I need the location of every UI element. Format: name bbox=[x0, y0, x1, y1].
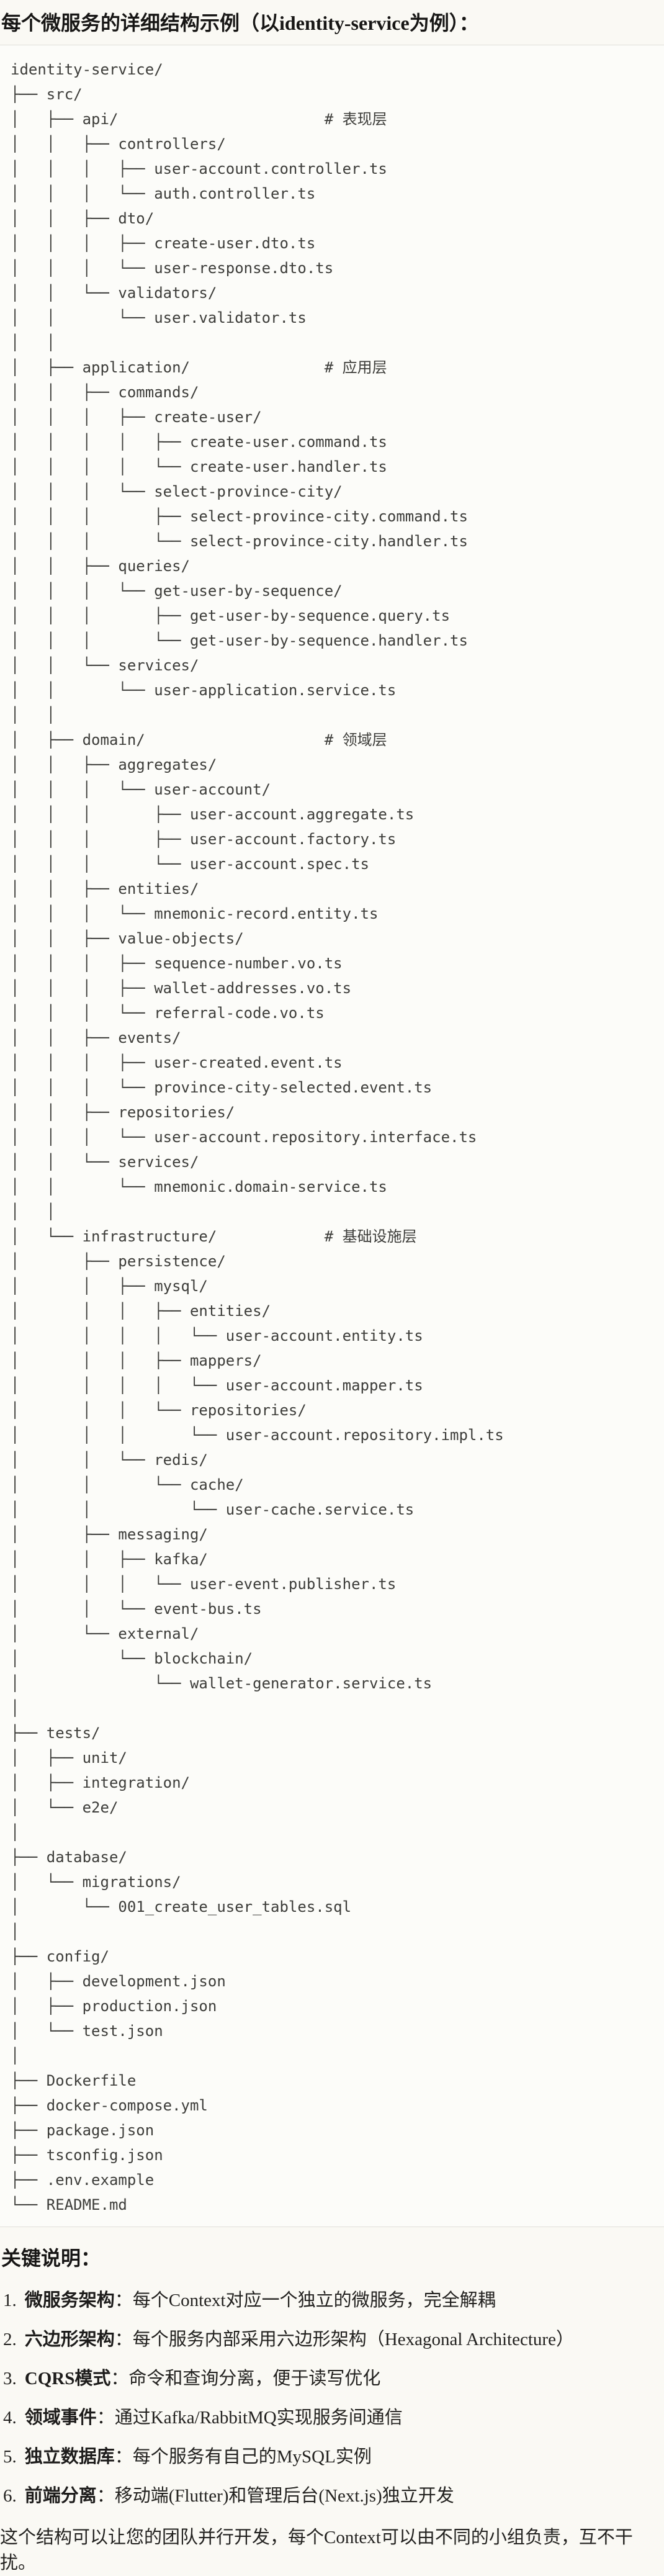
notes-heading: 关键说明： bbox=[1, 2246, 101, 2269]
list-item-term: 前端分离 bbox=[24, 2485, 97, 2506]
list-item-term: 领域事件 bbox=[24, 2407, 97, 2428]
list-item-number: 6. bbox=[3, 2485, 17, 2506]
list-item-text: ：通过Kafka/RabbitMQ实现服务间通信 bbox=[96, 2407, 403, 2428]
list-item: 1. 微服务架构：每个Context对应一个独立的微服务，完全解耦 bbox=[3, 2288, 664, 2313]
list-item-term: 微服务架构 bbox=[24, 2290, 115, 2310]
list-item: 5. 独立数据库：每个服务有自己的MySQL实例 bbox=[3, 2444, 664, 2470]
list-item: 2. 六边形架构：每个服务内部采用六边形架构（Hexagonal Architec… bbox=[3, 2327, 664, 2353]
list-item-number: 1. bbox=[3, 2290, 17, 2310]
list-item-number: 5. bbox=[3, 2446, 17, 2467]
list-item-term: CQRS模式 bbox=[24, 2368, 111, 2389]
list-item-term: 独立数据库 bbox=[24, 2446, 115, 2467]
closing-paragraph: 这个结构可以让您的团队并行开发，每个Context可以由不同的小组负责，互不干扰… bbox=[0, 2527, 633, 2573]
list-item-text: ：每个Context对应一个独立的微服务，完全解耦 bbox=[114, 2290, 496, 2310]
list-item-text: ：每个服务有自己的MySQL实例 bbox=[114, 2446, 372, 2467]
list-item-number: 3. bbox=[3, 2368, 17, 2389]
list-item-text: ：命令和查询分离，便于读写优化 bbox=[110, 2368, 381, 2389]
code-block: identity-service/ ├── src/ │ ├── api/ # … bbox=[0, 44, 664, 2227]
notes-list: 1. 微服务架构：每个Context对应一个独立的微服务，完全解耦 2. 六边形架构… bbox=[0, 2288, 664, 2509]
list-item-term: 六边形架构 bbox=[24, 2329, 115, 2349]
code-content: identity-service/ ├── src/ │ ├── api/ # … bbox=[11, 60, 504, 2213]
list-item-text: ：移动端(Flutter)和管理后台(Next.js)独立开发 bbox=[96, 2485, 454, 2506]
list-item-text: ：每个服务内部采用六边形架构（Hexagonal Architecture） bbox=[114, 2329, 574, 2349]
list-item: 3. CQRS模式：命令和查询分离，便于读写优化 bbox=[3, 2366, 664, 2392]
page-title: 每个微服务的详细结构示例（以identity-service为例）： bbox=[1, 12, 479, 34]
list-item: 4. 领域事件：通过Kafka/RabbitMQ实现服务间通信 bbox=[3, 2405, 664, 2431]
list-item-number: 2. bbox=[3, 2329, 17, 2349]
list-item: 6. 前端分离：移动端(Flutter)和管理后台(Next.js)独立开发 bbox=[3, 2484, 664, 2509]
list-item-number: 4. bbox=[3, 2407, 17, 2428]
